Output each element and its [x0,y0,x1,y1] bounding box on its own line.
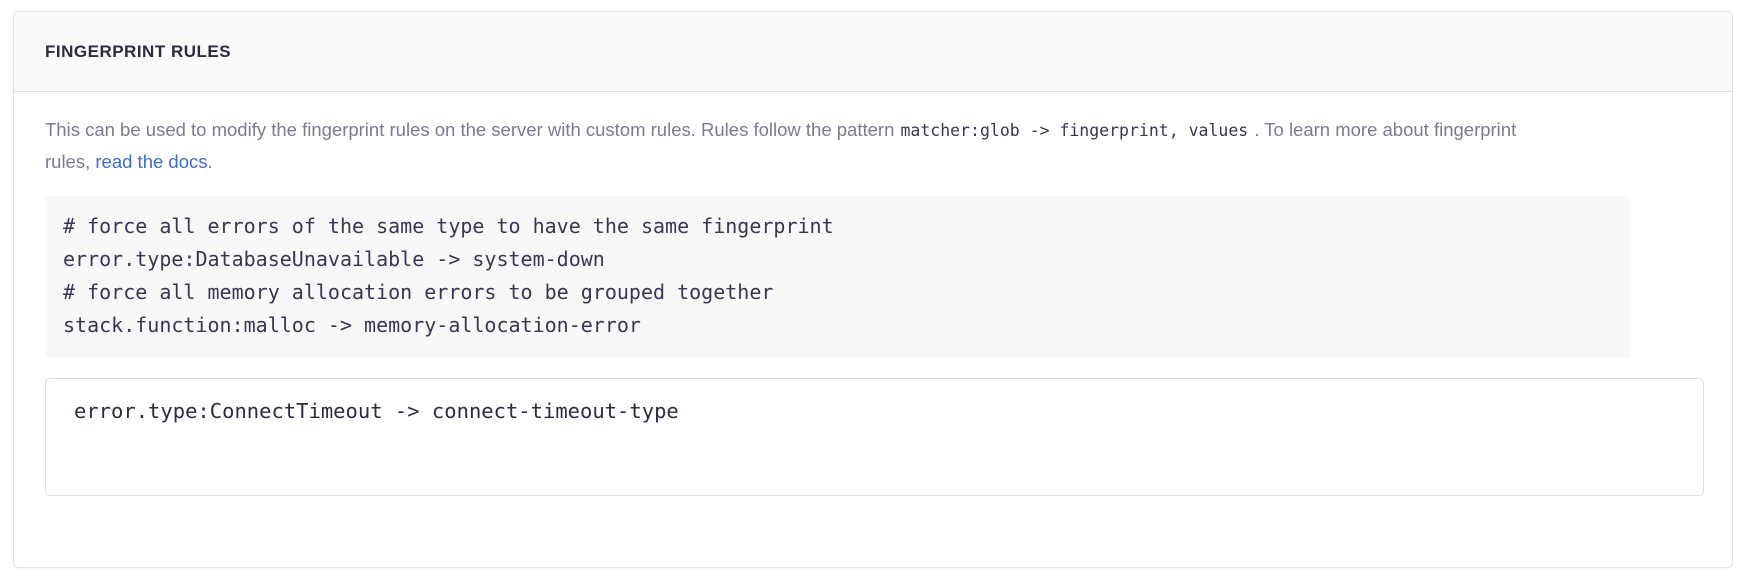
code-line: error.type:DatabaseUnavailable -> system… [63,247,605,271]
description-text-part-3: . [207,151,213,172]
read-the-docs-link[interactable]: read the docs [95,151,208,172]
panel-body: This can be used to modify the fingerpri… [14,92,1732,496]
code-line: stack.function:malloc -> memory-allocati… [63,313,641,337]
panel-description: This can be used to modify the fingerpri… [45,114,1545,177]
fingerprint-rules-panel: FINGERPRINT RULES This can be used to mo… [13,11,1733,568]
fingerprint-rules-input[interactable] [45,378,1704,496]
code-line: # force all errors of the same type to h… [63,214,834,238]
description-text-part-1: This can be used to modify the fingerpri… [45,119,900,140]
code-line: # force all memory allocation errors to … [63,280,774,304]
panel-header: FINGERPRINT RULES [14,12,1732,92]
example-code-block: # force all errors of the same type to h… [45,196,1631,358]
description-text-part-2: . To learn more about fingerprint rules, [45,119,1517,172]
page-title: FINGERPRINT RULES [45,42,232,61]
inline-code-pattern: matcher:glob -> fingerprint, values [900,121,1249,140]
